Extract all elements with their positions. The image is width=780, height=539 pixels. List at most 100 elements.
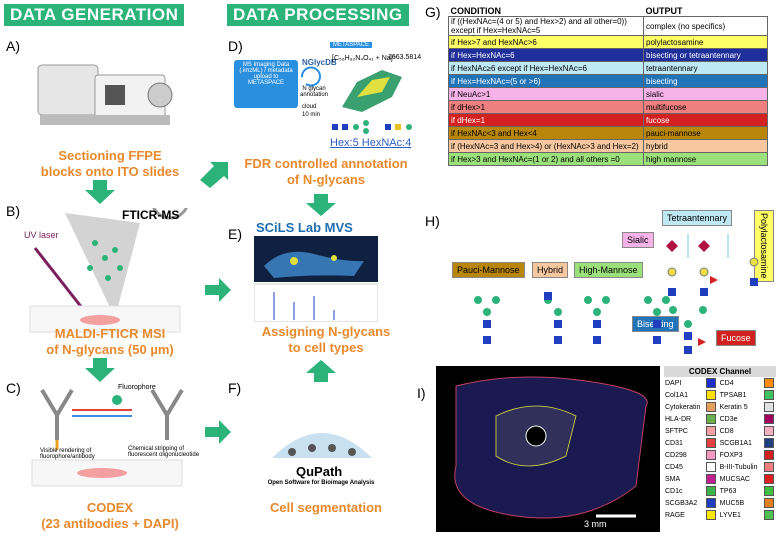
condition-cell: if dHex=1: [448, 113, 644, 127]
arrow-b-to-e: [205, 278, 231, 302]
caption-e-line1: Assigning N-glycans: [261, 324, 391, 339]
condition-row: if Hex>3 and HexNAc=(1 or 2) and all oth…: [448, 152, 768, 166]
glycan-structure-d: [332, 120, 412, 134]
condition-cell: if ((HexNAc=(4 or 5) and Hex>2) and all …: [448, 16, 644, 36]
codex-channel-swatch: [763, 461, 776, 473]
output-cell: hybrid: [643, 139, 768, 153]
condition-cell: if dHex>1: [448, 100, 644, 114]
codex-channel-name: LYVE1: [719, 511, 741, 519]
condition-cell: if Hex=HexNAc=(5 or >6): [448, 74, 644, 88]
panel-f-label: F): [228, 380, 242, 396]
arrow-d-to-e: [306, 194, 336, 216]
caption-a-line2: blocks onto ITO slides: [40, 164, 180, 179]
caption-c-line1: CODEX: [86, 500, 134, 515]
codex-channel-name: SMA: [665, 475, 681, 483]
codex-channel-name: B-III-Tubulin: [719, 463, 758, 471]
high-mannose-label: High-Mannose: [574, 262, 643, 278]
caption-a-line1: Sectioning FFPE: [58, 148, 162, 163]
upload-box: MS Imaging Data (.imzML) / metadata uplo…: [234, 60, 298, 108]
codex-channel-name: HLA-DR: [665, 415, 692, 423]
codex-channel-swatch: [705, 389, 718, 401]
codex-channel-swatch: [763, 449, 776, 461]
condition-row: if ((HexNAc=(4 or 5) and Hex>2) and all …: [448, 16, 768, 36]
fucose-label: Fucose: [716, 330, 756, 346]
codex-row: SFTPC CD8: [664, 425, 776, 437]
output-cell: multifucose: [643, 100, 768, 114]
codex-channel-swatch: [705, 473, 718, 485]
codex-channel-name: Cytokeratin: [665, 403, 701, 411]
panel-b-label: B): [6, 203, 20, 219]
codex-table-title: CODEX Channel: [664, 366, 776, 377]
qupath-logo-image: [272, 433, 372, 458]
codex-channel-name: TP63: [719, 487, 737, 495]
data-processing-banner: DATA PROCESSING: [227, 4, 409, 26]
codex-channel-name: DAPI: [665, 379, 682, 387]
codex-channel-name: CD298: [665, 451, 687, 459]
codex-channel-swatch: [763, 413, 776, 425]
codex-channel-name: CD4: [719, 379, 734, 387]
qupath-title: QuPath: [296, 464, 343, 479]
codex-channel-name: FOXP3: [719, 451, 743, 459]
glycan-diagram: [474, 234, 759, 354]
codex-channel-name: SCGB3A2: [665, 499, 698, 507]
panel-i-label: I): [417, 385, 426, 401]
codex-channel-swatch: [705, 437, 718, 449]
arrow-b-to-c: [85, 358, 115, 382]
codex-channel-swatch: [763, 377, 776, 389]
caption-b-line1: MALDI-FTICR MSI: [54, 326, 166, 341]
hybrid-label: Hybrid: [532, 262, 569, 278]
output-cell: sialic: [643, 87, 768, 101]
codex-channel-swatch: [763, 473, 776, 485]
mz-label: 1663.5814: [388, 54, 422, 61]
condition-header: CONDITION: [450, 6, 502, 16]
codex-channel-name: CD31: [665, 439, 683, 447]
output-cell: bisecting: [643, 74, 768, 88]
panel-h-label: H): [425, 213, 440, 229]
codex-channel-swatch: [763, 425, 776, 437]
annotation-label: N glycan annotation: [299, 86, 329, 98]
condition-row: if Hex=HexNAc=(5 or >6)bisecting: [448, 74, 768, 88]
codex-channel-name: Keratin 5: [719, 403, 748, 411]
arrow-c-to-f: [205, 420, 231, 444]
codex-channel-swatch: [705, 425, 718, 437]
output-cell: complex (no specifics): [643, 16, 768, 36]
caption-b-line2: of N-glycans (50 µm): [46, 342, 174, 357]
codex-channel-name: SCGB1A1: [719, 439, 752, 447]
output-cell: polylactosamine: [643, 35, 768, 49]
caption-d-line2: of N-glycans: [286, 172, 365, 187]
visible-rendering-label: Visible rendering of fluorophore/antibod…: [40, 448, 95, 460]
time-label: 10 min: [302, 112, 321, 118]
caption-d-line1: FDR controlled annotation: [244, 156, 408, 171]
chemical-stripping-label: Chemical stripping of fluorescent oligon…: [128, 446, 200, 458]
panel-d-label: D): [228, 38, 243, 54]
codex-channel-swatch: [763, 509, 776, 521]
codex-channel-swatch: [705, 509, 718, 521]
codex-row: DAPI CD4: [664, 377, 776, 389]
condition-cell: if HexNAc≥6 except if Hex=HexNAc=6: [448, 61, 644, 75]
arrow-a-to-b: [85, 180, 115, 204]
codex-channel-name: Col1A1: [665, 391, 688, 399]
hex-hexnac-link[interactable]: Hex:5 HexNAc:4: [330, 137, 412, 149]
sialic-label: Sialic: [622, 232, 654, 248]
condition-row: if (HexNAc=3 and Hex>4) or (HexNAc>3 and…: [448, 139, 768, 153]
output-cell: high mannose: [643, 152, 768, 166]
arrow-f-to-e: [306, 360, 336, 382]
output-cell: bisecting or tetraantennary: [643, 48, 768, 62]
scils-image: [254, 236, 378, 322]
codex-channel-name: CD8: [719, 427, 734, 435]
caption-c-line2: (23 antibodies + DAPI): [41, 516, 179, 531]
codex-channel-swatch: [763, 485, 776, 497]
codex-channel-swatch: [705, 449, 718, 461]
panel-g-label: G): [425, 4, 441, 20]
codex-channel-name: SFTPC: [665, 427, 688, 435]
codex-channel-name: CD45: [665, 463, 683, 471]
codex-channel-name: CD1c: [665, 487, 683, 495]
ion-image: [342, 70, 402, 112]
